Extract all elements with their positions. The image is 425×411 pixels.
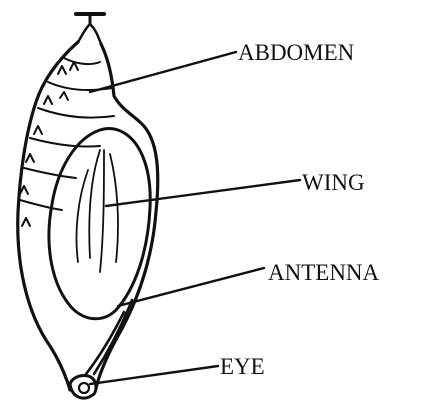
- wing-case: [49, 129, 150, 319]
- eye-leader-line: [90, 366, 218, 384]
- eye-label: EYE: [220, 354, 265, 379]
- cremaster: [76, 14, 104, 44]
- abdomen-segments: [20, 58, 114, 226]
- antenna-label: ANTENNA: [268, 260, 380, 285]
- pupa-body-outline: [18, 42, 158, 390]
- abdomen-label: ABDOMEN: [238, 40, 355, 65]
- wing-label: WING: [302, 170, 365, 195]
- antenna-sheath: [86, 300, 132, 374]
- wing-veins: [76, 150, 118, 272]
- wing-leader-line: [106, 180, 300, 206]
- eye: [70, 375, 96, 398]
